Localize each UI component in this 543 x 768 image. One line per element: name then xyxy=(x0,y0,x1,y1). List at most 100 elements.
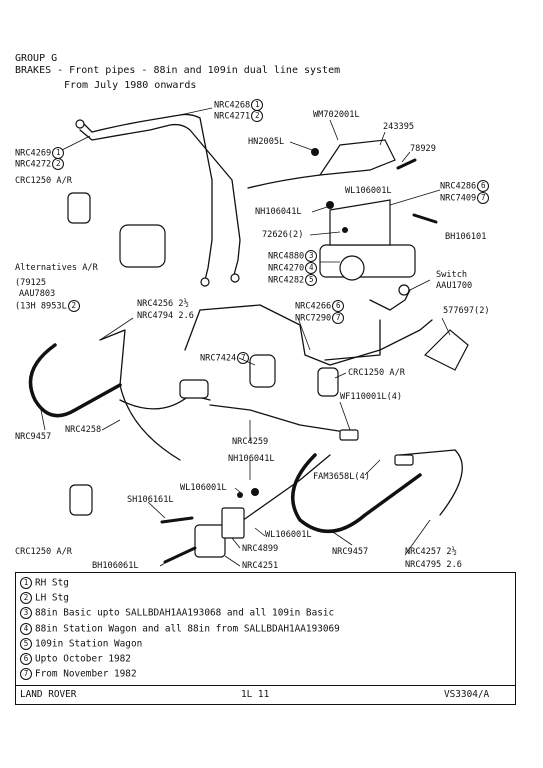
footer-page-ref: 1L 11 xyxy=(241,689,270,700)
brake-pipe-middle xyxy=(209,404,346,433)
legend-marker: 6 xyxy=(20,653,32,665)
label-243395: 243395 xyxy=(383,122,415,132)
label-wm702001l: WM702001L xyxy=(313,110,360,120)
pipe-union-top-left xyxy=(75,119,85,129)
label-alternatives: Alternatives A/R xyxy=(15,263,98,273)
legend-marker: 2 xyxy=(20,592,32,604)
footer-doc-code: VS3304/A xyxy=(444,689,490,700)
washer-wl106001l-bottom xyxy=(237,492,243,498)
label-nrc4257: NRC4257 2½ xyxy=(405,547,457,557)
label-fam3658l: FAM3658L(4) xyxy=(313,472,370,482)
clip-crc1250-bottom xyxy=(69,484,93,516)
mounting-bracket-right xyxy=(423,329,469,371)
page-footer: LAND ROVER 1L 11 VS3304/A xyxy=(15,685,516,705)
label-nrc4899: NRC4899 xyxy=(242,544,279,554)
bolt-bh106101 xyxy=(412,213,438,224)
label-aau1700: AAU1700 xyxy=(436,281,473,291)
bolt-bh106061l xyxy=(163,546,197,564)
label-wl106001l-bottom: WL106001L xyxy=(180,483,227,493)
label-79125: (79125 xyxy=(15,278,47,288)
three-way-union-top xyxy=(179,379,209,399)
clip-crc1250-top xyxy=(67,192,91,224)
label-nrc4795: NRC4795 2.6 xyxy=(405,560,462,570)
bolt-78929 xyxy=(396,158,417,170)
label-crc1250-top: CRC1250 A/R xyxy=(15,176,72,186)
label-switch: Switch xyxy=(436,270,468,280)
brake-switch xyxy=(398,284,410,296)
legend-text: 109in Station Wagon xyxy=(35,638,143,650)
footer-brand: LAND ROVER xyxy=(20,689,77,700)
brake-pipe-nrc4259 xyxy=(184,304,433,366)
brake-pipe-vertical xyxy=(324,319,381,361)
clip-nrc7424 xyxy=(249,354,276,388)
nut-nh106041l xyxy=(326,201,334,209)
label-wl106001l-top: WL106001L xyxy=(345,186,392,196)
valve-end-cap xyxy=(339,255,365,281)
master-cylinder-valve xyxy=(319,244,416,278)
bolt-sh106161l xyxy=(160,516,194,524)
label-bh106101: BH106101 xyxy=(445,232,487,242)
group-label: GROUP G xyxy=(15,53,58,64)
washer-72626 xyxy=(342,227,348,233)
three-way-union-bottom xyxy=(194,524,226,558)
label-crc1250-mid: CRC1250 A/R xyxy=(348,368,405,378)
hose-fitting-1 xyxy=(339,429,359,441)
flexible-hose-left xyxy=(28,343,122,418)
label-nrc4794: NRC4794 2.6 xyxy=(137,311,194,321)
legend-marker: 1 xyxy=(20,577,32,589)
clip-crc1250-alt xyxy=(119,224,166,268)
legend-text: LH Stg xyxy=(35,592,69,604)
page-title: BRAKES - Front pipes - 88in and 109in du… xyxy=(15,65,341,76)
legend-text: RH Stg xyxy=(35,577,69,589)
hose-fitting-2 xyxy=(394,454,414,466)
label-aau7803: AAU7803 xyxy=(19,289,56,299)
label-sh106161l: SH106161L xyxy=(127,495,174,505)
legend-text: 88in Station Wagon and all 88in from SAL… xyxy=(35,623,340,635)
mounting-bracket-mid xyxy=(329,199,391,246)
label-nrc9457-left: NRC9457 xyxy=(15,432,52,442)
brake-pipe-to-bracket xyxy=(247,174,321,189)
pipe-union-top-right-2 xyxy=(230,273,240,283)
nut-nh106041l-bottom xyxy=(251,488,259,496)
label-nrc4256: NRC4256 2½ xyxy=(137,299,189,309)
label-nrc4251: NRC4251 xyxy=(242,561,279,571)
legend-marker: 5 xyxy=(20,638,32,650)
legend-marker: 4 xyxy=(20,623,32,635)
label-wf110001l: WF110001L(4) xyxy=(340,392,403,402)
legend-text: 88in Basic upto SALLBDAH1AA193068 and al… xyxy=(35,607,335,619)
label-nh106041l-top: NH106041L xyxy=(255,207,302,217)
label-78929: 78929 xyxy=(410,144,436,154)
label-wl106001l-bottom-2: WL106001L xyxy=(265,530,312,540)
page-subtitle: From July 1980 onwards xyxy=(64,80,197,91)
label-crc1250-bottom: CRC1250 A/R xyxy=(15,547,72,557)
legend-text: From November 1982 xyxy=(35,668,137,680)
label-hn2005l: HN2005L xyxy=(248,137,285,147)
bracket-plate-bottom xyxy=(221,507,245,539)
label-bh106061l: BH106061L xyxy=(92,561,139,571)
label-72626: 72626(2) xyxy=(262,230,304,240)
pipe-union-top-right-1 xyxy=(200,277,210,287)
brake-pipe-top-lower xyxy=(79,123,241,276)
label-nrc4258: NRC4258 xyxy=(65,425,102,435)
label-nrc4259: NRC4259 xyxy=(232,437,269,447)
clip-crc1250-mid xyxy=(317,367,339,397)
label-nrc9457-right: NRC9457 xyxy=(332,547,369,557)
brake-pipe-lower-left xyxy=(99,329,181,461)
brake-pipe-nrc4266 xyxy=(369,289,411,311)
